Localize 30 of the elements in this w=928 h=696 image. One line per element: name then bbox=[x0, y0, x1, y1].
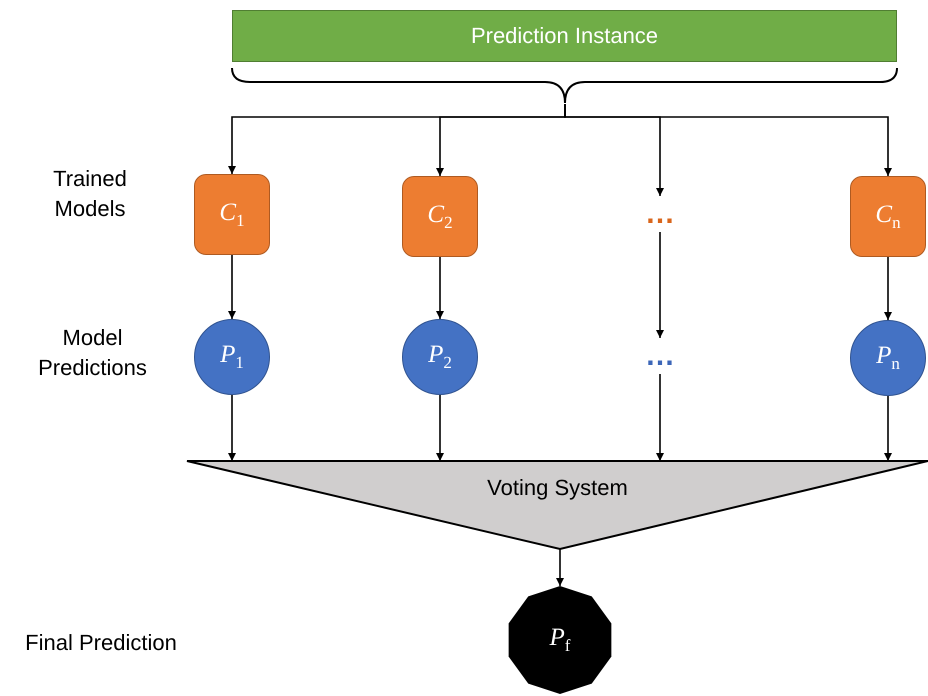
ellipsis-text: … bbox=[645, 339, 675, 373]
arrow bbox=[564, 104, 892, 176]
voting-triangle bbox=[187, 461, 928, 549]
model-box bbox=[194, 174, 270, 255]
arrow bbox=[436, 257, 444, 319]
row-label: Trained Models bbox=[52, 165, 128, 223]
input-banner bbox=[232, 10, 897, 62]
arrow bbox=[884, 257, 892, 320]
model-symbol: C$_{2}$ bbox=[427, 200, 453, 232]
model-box bbox=[402, 176, 478, 257]
prediction-symbol: P$_{1}$ bbox=[220, 341, 244, 373]
row-label: Final Prediction bbox=[24, 629, 178, 657]
arrow bbox=[228, 255, 236, 319]
arrow bbox=[228, 395, 236, 461]
arrow bbox=[656, 232, 664, 338]
arrow bbox=[656, 374, 664, 461]
prediction-symbol: P$_{n}$ bbox=[876, 342, 900, 374]
model-symbol: C$_{n}$ bbox=[875, 200, 901, 232]
final-symbol: P$_{f}$ bbox=[550, 624, 570, 656]
arrow bbox=[436, 395, 444, 461]
funnel-label: Voting System bbox=[487, 475, 628, 501]
prediction-symbol: P$_{2}$ bbox=[428, 341, 452, 373]
ellipsis-text: … bbox=[645, 197, 675, 231]
model-symbol: C$_{1}$ bbox=[219, 198, 245, 230]
banner-label: Prediction Instance bbox=[470, 23, 658, 49]
arrow bbox=[556, 549, 564, 586]
model-box bbox=[850, 176, 926, 257]
arrow bbox=[884, 396, 892, 461]
row-label: Model Predictions bbox=[37, 324, 148, 382]
final-decagon bbox=[506, 586, 614, 694]
